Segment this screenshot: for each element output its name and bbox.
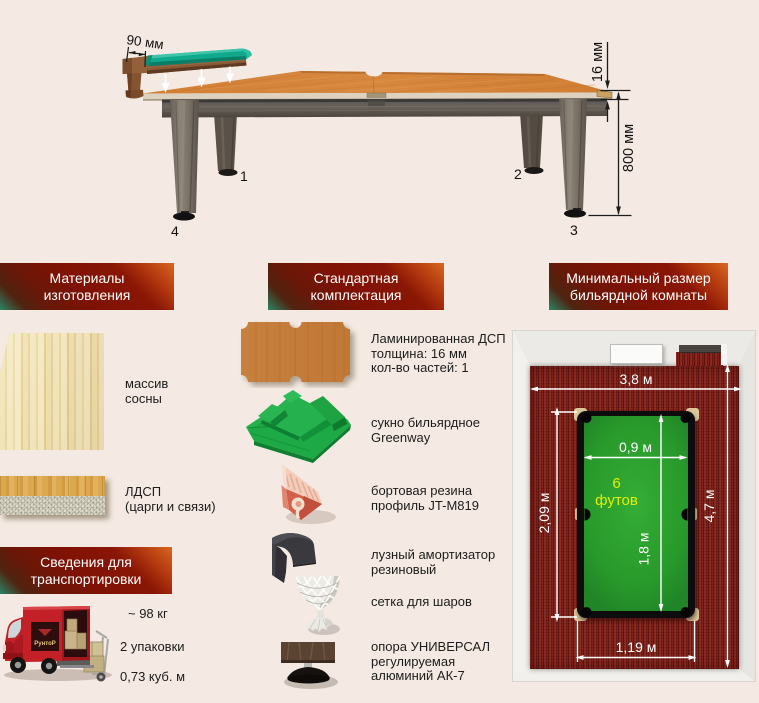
svg-text:4: 4 <box>171 223 179 239</box>
svg-text:РунтоР: РунтоР <box>34 641 56 647</box>
svg-text:1: 1 <box>240 168 248 184</box>
svg-text:0,9 м: 0,9 м <box>619 439 652 455</box>
svg-text:футов: футов <box>595 492 638 509</box>
svg-text:6: 6 <box>612 475 620 492</box>
svg-text:2,09 м: 2,09 м <box>536 493 552 534</box>
svg-text:90 мм: 90 мм <box>126 32 165 52</box>
svg-text:3,8 м: 3,8 м <box>620 371 653 387</box>
svg-text:1,19 м: 1,19 м <box>616 639 657 655</box>
svg-text:3: 3 <box>570 222 578 238</box>
svg-text:800 мм: 800 мм <box>621 124 637 172</box>
svg-text:1,8 м: 1,8 м <box>636 533 652 566</box>
svg-text:2: 2 <box>514 166 522 182</box>
svg-text:16 мм: 16 мм <box>590 42 606 82</box>
svg-text:4,7 м: 4,7 м <box>701 490 717 523</box>
